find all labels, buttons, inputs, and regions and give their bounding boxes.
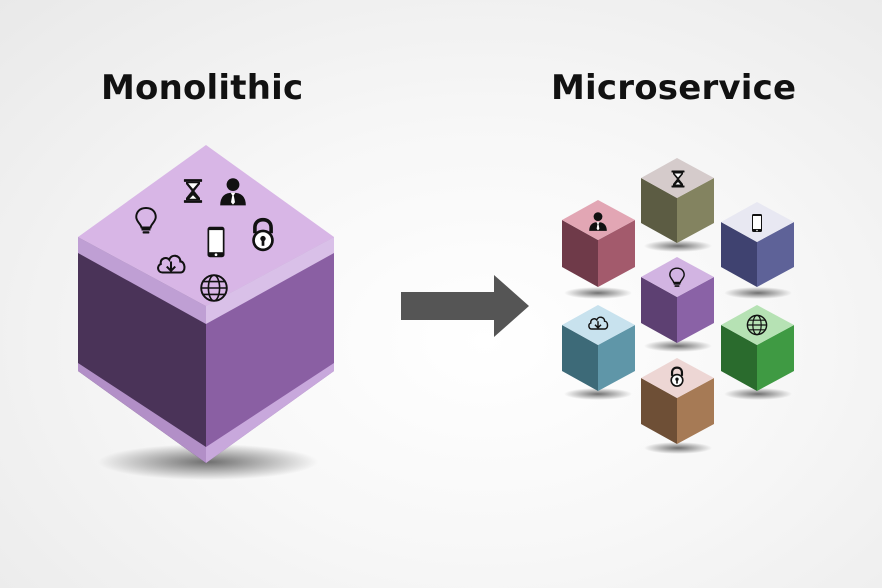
monolith-cube [78, 145, 334, 480]
microservice-title: Microservice [551, 68, 797, 108]
monolithic-title: Monolithic [101, 68, 304, 108]
transition-arrow [401, 275, 529, 337]
phone-icon [207, 226, 225, 258]
microservice-cube-hourglass [641, 158, 714, 252]
microservice-cube-globe [721, 305, 794, 400]
microservice-cube-phone [721, 202, 794, 299]
microservice-cube-cloud-download [562, 305, 635, 400]
microservice-cube-lightbulb [641, 257, 714, 352]
microservice-cube-user [562, 200, 635, 299]
phone-icon [752, 214, 762, 232]
microservice-cube-lock [641, 358, 714, 454]
